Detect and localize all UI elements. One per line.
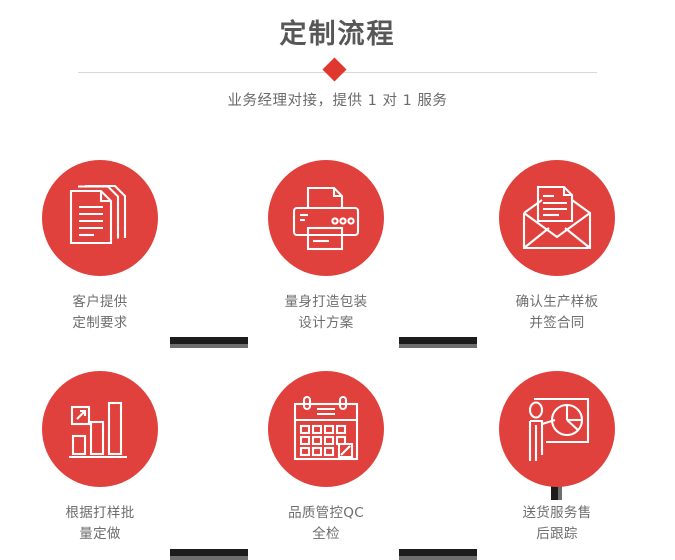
process-step-3[interactable]: 确认生产样板 并签合同: [477, 160, 637, 334]
step-icon-badge: [268, 160, 384, 276]
connector-shadow: [170, 556, 248, 560]
connector-shadow: [399, 344, 477, 348]
process-step-2[interactable]: 量身打造包装 设计方案: [246, 160, 406, 334]
page-title: 定制流程: [279, 19, 396, 50]
stacked-documents-icon: [69, 184, 127, 245]
connector-step2-step3: [399, 337, 477, 348]
process-step-5[interactable]: 品质管控QC 全检: [246, 371, 406, 545]
process-step-4[interactable]: 根据打样批 量定做: [20, 371, 180, 545]
step-caption: 确认生产样板 并签合同: [515, 294, 599, 331]
connector-bar: [170, 337, 248, 344]
process-step-1[interactable]: 客户提供 定制要求: [20, 160, 180, 334]
step-caption: 根据打样批 量定做: [65, 505, 135, 542]
step-icon-badge: [499, 371, 615, 487]
step-icon-badge: [42, 371, 158, 487]
connector-shadow: [170, 344, 248, 348]
step-caption: 客户提供 定制要求: [72, 294, 128, 331]
printer-icon: [292, 186, 360, 251]
process-flow: 客户提供 定制要求 量身打造包装 设计方案: [0, 130, 675, 560]
connector-bar: [399, 549, 477, 556]
header: 定制流程 业务经理对接，提供 1 对 1 服务: [0, 0, 675, 130]
step-icon-badge: [499, 160, 615, 276]
connector-bar: [399, 337, 477, 344]
presenter-pie-chart-icon: [528, 397, 590, 461]
connector-step1-step2: [170, 337, 248, 348]
step-caption: 送货服务售 后跟踪: [522, 505, 592, 542]
step-caption: 量身打造包装 设计方案: [284, 294, 368, 331]
bar-chart-growth-icon: [69, 401, 127, 459]
connector-step4-step5: [170, 549, 248, 560]
step-icon-badge: [268, 371, 384, 487]
step-icon-badge: [42, 160, 158, 276]
step-caption: 品质管控QC 全检: [288, 505, 364, 542]
connector-shadow: [399, 556, 477, 560]
diamond-marker-icon: [322, 57, 347, 82]
calendar-icon: [293, 395, 359, 461]
process-step-6[interactable]: 送货服务售 后跟踪: [477, 371, 637, 545]
connector-step5-step6: [399, 549, 477, 560]
connector-bar: [170, 549, 248, 556]
header-subtitle: 业务经理对接，提供 1 对 1 服务: [227, 93, 448, 109]
envelope-letter-icon: [522, 185, 592, 250]
